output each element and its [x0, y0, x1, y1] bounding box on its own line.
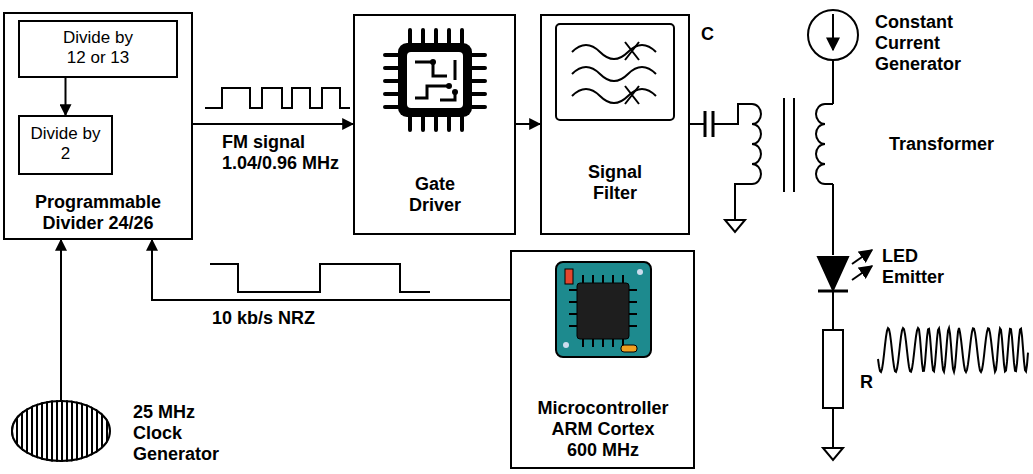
wire	[713, 104, 752, 124]
node-text: Divide by 12 or 13	[53, 28, 143, 68]
signal-arrow	[65, 78, 67, 115]
signal-arrow	[60, 240, 62, 400]
current-source-circle	[808, 10, 858, 60]
led-symbol	[818, 257, 848, 290]
wire	[735, 184, 752, 220]
transformer-core	[784, 98, 794, 192]
microcontroller-icon	[556, 262, 651, 357]
signal-filter-box: Signal Filter	[540, 14, 690, 235]
component-label: R	[860, 372, 873, 393]
wire	[832, 291, 834, 330]
wire	[832, 61, 834, 255]
component-label: Transformer	[889, 134, 994, 155]
component-label: LED Emitter	[882, 246, 962, 288]
current-source-arrow	[832, 14, 834, 50]
light-arrow	[852, 250, 872, 264]
chip-icon	[385, 30, 485, 130]
light-arrow	[852, 266, 872, 280]
wire	[832, 408, 834, 448]
ground-symbol	[823, 448, 843, 460]
clock-ellipse: 25 MHz Clock Generator	[11, 400, 111, 462]
divider-box: Programmable Divider 24/26 Divide by 12 o…	[3, 12, 193, 240]
output-circuit	[690, 14, 1028, 460]
clock-ellipse	[12, 401, 110, 461]
node-text: Microcontroller ARM Cortex 600 MHz	[535, 398, 671, 461]
clock-ellipse-outline	[11, 400, 111, 462]
signal-arrow	[516, 123, 540, 125]
node-text: Signal Filter	[580, 162, 650, 204]
primary-coil	[752, 104, 761, 184]
secondary-coil	[816, 104, 833, 184]
node-text: Constant Current Generator	[875, 12, 990, 75]
filter-icon	[556, 24, 674, 120]
divider-stage-box: Divide by 2	[18, 115, 113, 175]
node-text: 25 MHz Clock Generator	[133, 402, 233, 465]
light-wave	[878, 328, 1028, 372]
divider-stage-box: Divide by 12 or 13	[18, 20, 178, 78]
clock-stripes	[8, 398, 116, 466]
wire	[690, 123, 705, 125]
current-source-circle: Constant Current Generator	[807, 9, 859, 61]
node-text: Programmable Divider 24/26	[13, 192, 183, 234]
current-source-circle-outline	[807, 9, 859, 61]
resistor-symbol	[823, 330, 843, 408]
fm-waveform	[205, 88, 350, 108]
edge-label: FM signal 1.04/0.96 MHz	[220, 132, 352, 174]
nrz-waveform	[210, 264, 430, 292]
signal-arrow	[193, 123, 353, 125]
signal-arrow	[152, 240, 510, 300]
capacitor-symbol	[705, 111, 713, 137]
component-label: C	[701, 24, 714, 45]
gate-driver-box: Gate Driver	[353, 14, 516, 235]
ground-symbol	[725, 220, 745, 232]
edge-label: 10 kb/s NRZ	[210, 308, 317, 329]
microcontroller-box: Microcontroller ARM Cortex 600 MHz	[510, 250, 695, 469]
node-text: Gate Driver	[399, 174, 471, 216]
node-text: Divide by 2	[25, 124, 106, 164]
